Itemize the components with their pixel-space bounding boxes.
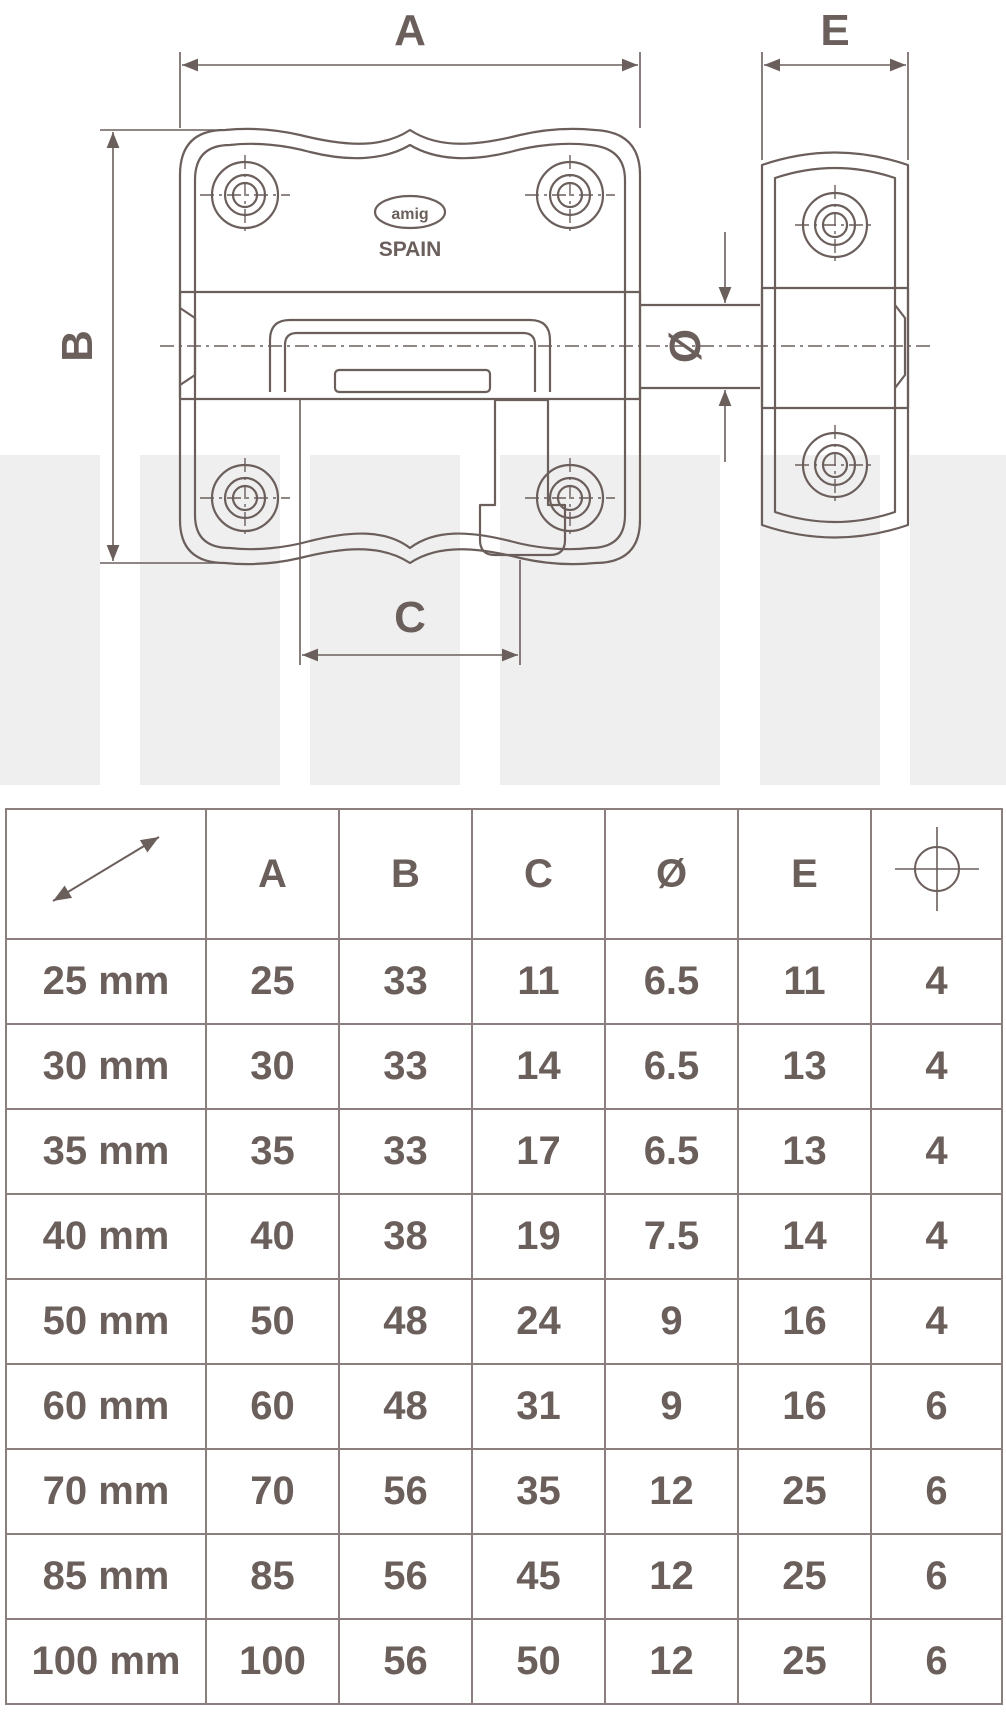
diameter-cell: 9 <box>604 1278 739 1365</box>
c-cell: 11 <box>471 938 606 1025</box>
e-cell: 25 <box>737 1448 872 1535</box>
diameter-cell: 12 <box>604 1448 739 1535</box>
holes-cell: 6 <box>870 1533 1003 1620</box>
diameter-cell: 9 <box>604 1363 739 1450</box>
brand-logo-text: amig <box>391 206 428 223</box>
b-cell: 33 <box>338 938 473 1025</box>
dimension-diameter-label: Ø <box>661 329 710 363</box>
e-cell: 14 <box>737 1193 872 1280</box>
diagonal-double-arrow-icon <box>52 836 160 902</box>
holes-cell: 4 <box>870 938 1003 1025</box>
holes-cell: 4 <box>870 1278 1003 1365</box>
b-cell: 33 <box>338 1108 473 1195</box>
holes-cell: 6 <box>870 1448 1003 1535</box>
keeper-screw-hole-icon <box>801 191 869 499</box>
dimension-b-label: B <box>53 330 102 362</box>
e-cell: 16 <box>737 1363 872 1450</box>
diameter-cell: 12 <box>604 1618 739 1705</box>
a-cell: 40 <box>205 1193 340 1280</box>
watermark <box>0 455 1006 785</box>
holes-cell: 4 <box>870 1023 1003 1110</box>
b-cell: 38 <box>338 1193 473 1280</box>
dimension-e-label: E <box>820 6 849 55</box>
diameter-cell: 6.5 <box>604 1108 739 1195</box>
c-cell: 31 <box>471 1363 606 1450</box>
column-header-e: E <box>737 808 872 940</box>
a-cell: 30 <box>205 1023 340 1110</box>
b-cell: 56 <box>338 1618 473 1705</box>
b-cell: 56 <box>338 1533 473 1620</box>
size-column-header <box>5 808 207 940</box>
holes-cell: 4 <box>870 1193 1003 1280</box>
size-cell: 60 mm <box>5 1363 207 1450</box>
column-header-c: C <box>471 808 606 940</box>
holes-column-header <box>870 808 1003 940</box>
origin-text: SPAIN <box>379 238 442 261</box>
back-plate <box>178 127 642 566</box>
column-header-diameter: Ø <box>604 808 739 940</box>
brand-logo <box>373 194 447 230</box>
diameter-cell: 7.5 <box>604 1193 739 1280</box>
diameter-cell: 6.5 <box>604 938 739 1025</box>
dimension-c-label: C <box>394 593 426 642</box>
a-cell: 25 <box>205 938 340 1025</box>
e-cell: 13 <box>737 1023 872 1110</box>
keeper <box>760 151 910 539</box>
a-cell: 70 <box>205 1448 340 1535</box>
a-cell: 60 <box>205 1363 340 1450</box>
c-cell: 14 <box>471 1023 606 1110</box>
holes-cell: 6 <box>870 1618 1003 1705</box>
e-cell: 16 <box>737 1278 872 1365</box>
size-cell: 85 mm <box>5 1533 207 1620</box>
column-header-a: A <box>205 808 340 940</box>
a-cell: 100 <box>205 1618 340 1705</box>
diameter-cell: 12 <box>604 1533 739 1620</box>
b-cell: 56 <box>338 1448 473 1535</box>
e-cell: 25 <box>737 1618 872 1705</box>
a-cell: 35 <box>205 1108 340 1195</box>
a-cell: 50 <box>205 1278 340 1365</box>
c-cell: 24 <box>471 1278 606 1365</box>
table-header-row: A B C Ø E <box>5 808 1003 940</box>
holes-cell: 6 <box>870 1363 1003 1450</box>
e-cell: 13 <box>737 1108 872 1195</box>
c-cell: 17 <box>471 1108 606 1195</box>
c-cell: 35 <box>471 1448 606 1535</box>
e-cell: 11 <box>737 938 872 1025</box>
size-cell: 40 mm <box>5 1193 207 1280</box>
size-cell: 70 mm <box>5 1448 207 1535</box>
c-cell: 50 <box>471 1618 606 1705</box>
a-cell: 85 <box>205 1533 340 1620</box>
e-cell: 25 <box>737 1533 872 1620</box>
b-cell: 48 <box>338 1363 473 1450</box>
size-cell: 25 mm <box>5 938 207 1025</box>
holes-cell: 4 <box>870 1108 1003 1195</box>
c-cell: 19 <box>471 1193 606 1280</box>
barrel-bolt-drawing: A E B C Ø amig SPAIN <box>0 6 1006 785</box>
dimension-a-label: A <box>394 6 426 55</box>
bolt-handle <box>478 398 567 557</box>
size-cell: 30 mm <box>5 1023 207 1110</box>
center-lines <box>160 155 935 538</box>
crosshair-circle-icon <box>894 827 979 911</box>
size-cell: 35 mm <box>5 1108 207 1195</box>
bolt-slot <box>268 318 552 392</box>
size-cell: 50 mm <box>5 1278 207 1365</box>
size-cell: 100 mm <box>5 1618 207 1705</box>
c-cell: 45 <box>471 1533 606 1620</box>
b-cell: 33 <box>338 1023 473 1110</box>
column-header-b: B <box>338 808 473 940</box>
b-cell: 48 <box>338 1278 473 1365</box>
diameter-cell: 6.5 <box>604 1023 739 1110</box>
